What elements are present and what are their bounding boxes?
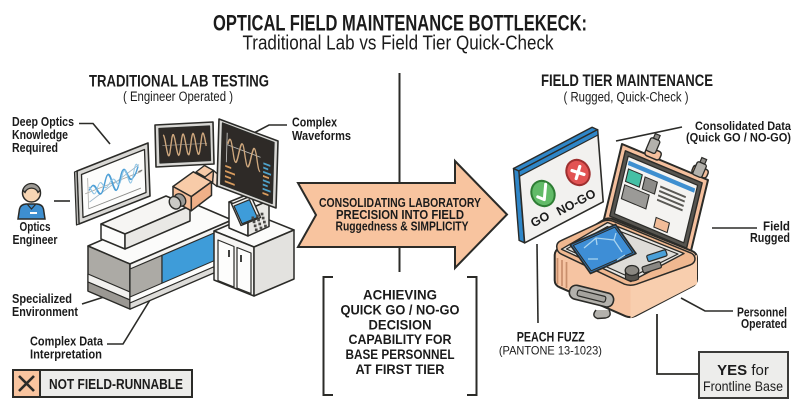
svg-text:Environment: Environment [12,305,79,319]
svg-text:Specialized: Specialized [12,292,72,306]
svg-text:Waveforms: Waveforms [292,129,351,143]
svg-text:(PANTONE 13-1023): (PANTONE 13-1023) [499,344,602,358]
svg-text:CONSOLIDATING LABORATORY: CONSOLIDATING LABORATORY [319,196,482,210]
svg-text:Complex: Complex [292,116,337,130]
svg-text:NOT FIELD-RUNNABLE: NOT FIELD-RUNNABLE [49,377,183,393]
svg-text:CAPABILITY FOR: CAPABILITY FOR [349,332,452,347]
svg-text:Field: Field [763,220,790,234]
svg-text:PEACH FUZZ: PEACH FUZZ [517,329,585,345]
svg-text:Interpretation: Interpretation [30,348,102,362]
svg-text:Rugged: Rugged [750,231,790,245]
svg-text:AT FIRST TIER: AT FIRST TIER [356,362,445,377]
svg-text:( Engineer Operated ): ( Engineer Operated ) [123,89,233,104]
svg-text:Traditional Lab vs Field Tier: Traditional Lab vs Field Tier Quick-Chec… [243,33,555,55]
svg-text:YES for: YES for [717,362,769,379]
svg-text:Engineer: Engineer [13,233,58,247]
svg-text:TRADITIONAL LAB TESTING: TRADITIONAL LAB TESTING [89,72,269,91]
svg-text:ACHIEVING: ACHIEVING [363,288,437,303]
svg-text:Optics: Optics [20,220,51,234]
svg-text:Consolidated Data: Consolidated Data [695,119,791,133]
svg-text:Ruggedness & SIMPLICITY: Ruggedness & SIMPLICITY [336,220,470,234]
svg-text:Deep Optics: Deep Optics [12,115,74,129]
svg-text:OPTICAL FIELD MAINTENANCE BOTT: OPTICAL FIELD MAINTENANCE BOTTLEKECK: [213,11,587,36]
svg-text:Complex Data: Complex Data [30,335,104,349]
svg-text:QUICK GO / NO-GO: QUICK GO / NO-GO [341,302,460,317]
svg-text:Frontline Base: Frontline Base [703,378,783,394]
svg-text:DECISION: DECISION [369,317,432,332]
svg-text:( Rugged, Quick-Check ): ( Rugged, Quick-Check ) [564,90,689,105]
svg-text:PRECISION INTO FIELD: PRECISION INTO FIELD [336,208,464,222]
svg-text:FIELD TIER MAINTENANCE: FIELD TIER MAINTENANCE [541,71,713,90]
svg-text:BASE PERSONNEL: BASE PERSONNEL [346,347,455,362]
svg-text:Knowledge: Knowledge [12,128,68,142]
svg-text:(Quick GO / NO-GO): (Quick GO / NO-GO) [686,131,791,145]
svg-text:Required: Required [12,141,58,155]
svg-text:Personnel: Personnel [737,306,787,320]
svg-text:Operated: Operated [741,317,787,331]
